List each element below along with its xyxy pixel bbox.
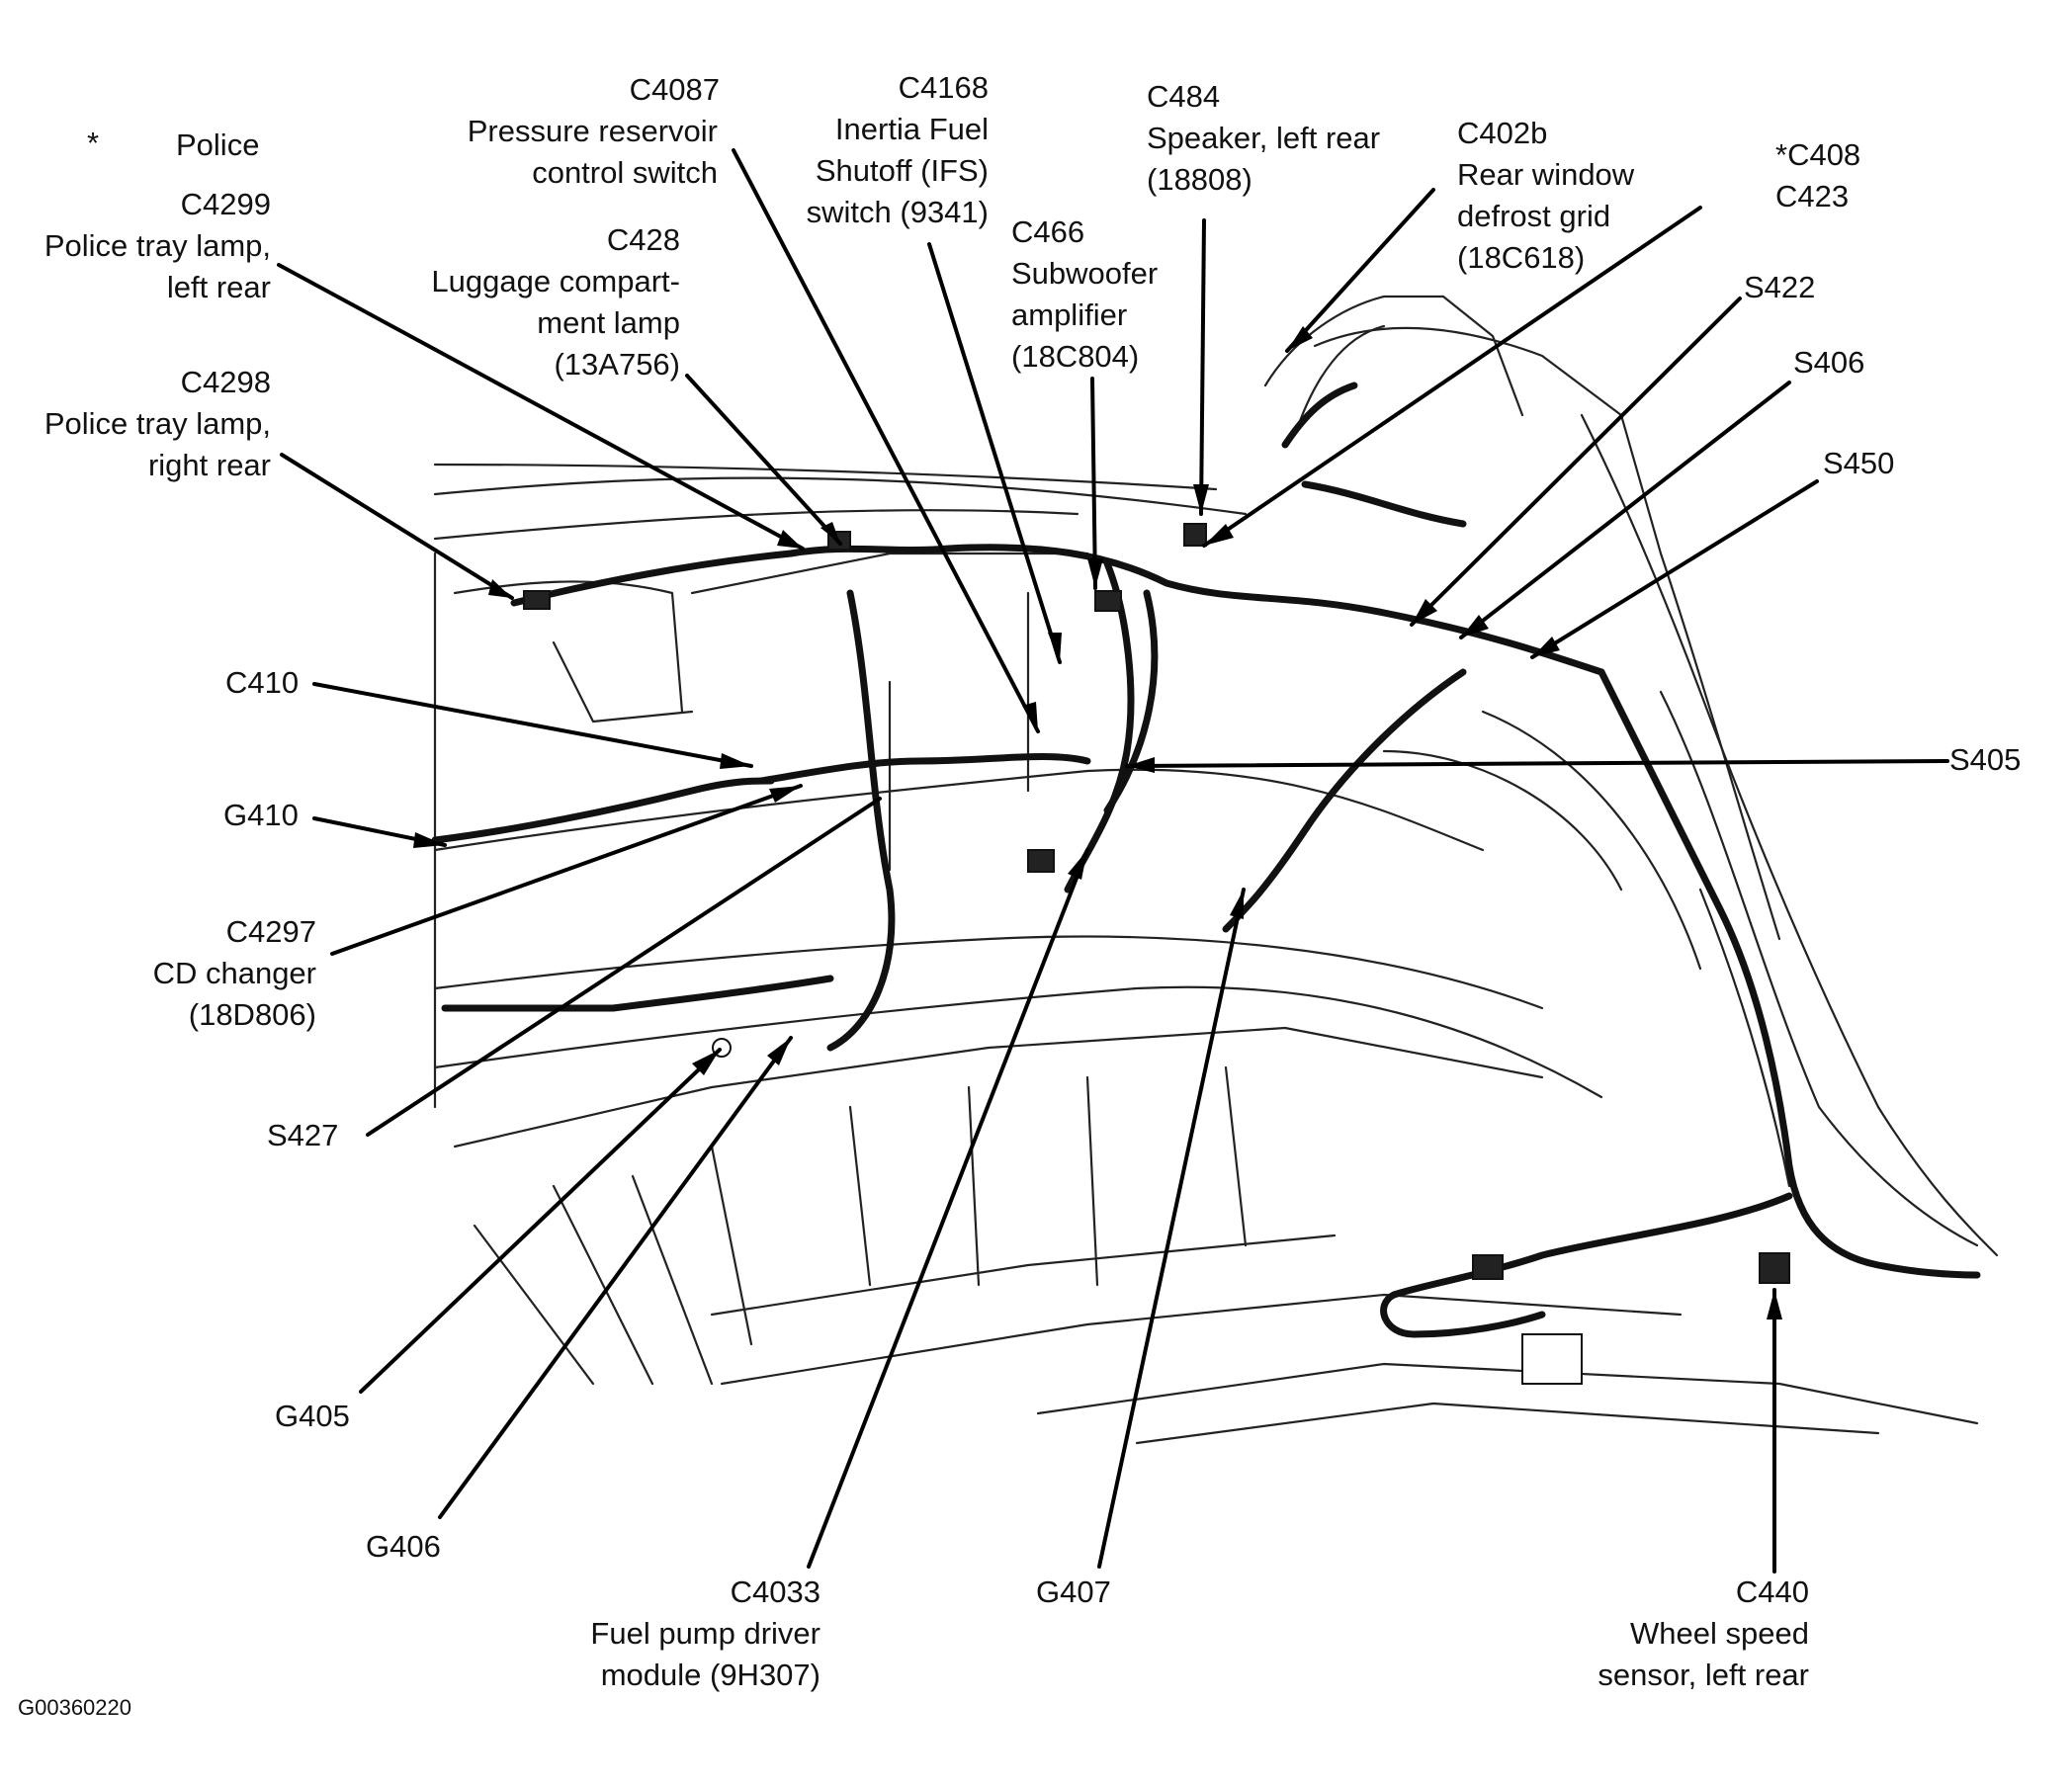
callout-c4087: C4087 Pressure reservoir control switch	[463, 69, 759, 194]
callout-desc-line: module (9H307)	[600, 1658, 820, 1692]
leader-g407	[1097, 888, 1246, 1569]
callout-code: C4297	[225, 914, 316, 949]
callout-code: C4298	[180, 365, 271, 399]
callout-s427: S427	[267, 1115, 338, 1156]
callout-desc-line: Subwoofer	[1011, 256, 1159, 291]
callout-code: C423	[1775, 179, 1850, 213]
callout-g406: G406	[366, 1526, 441, 1568]
callout-c402b: C402b Rear window defrost grid (18C618)	[1457, 113, 1634, 279]
leader-s405	[1125, 759, 1949, 768]
callout-s422: S422	[1744, 267, 1815, 308]
leader-c4298	[280, 453, 514, 600]
callout-c408-c423: *C408 C423	[1775, 134, 1860, 217]
callout-c4033: C4033 Fuel pump driver module (9H307)	[573, 1572, 820, 1696]
leader-s422	[1410, 297, 1742, 627]
callout-desc-line: Rear window	[1457, 157, 1635, 192]
leader-c4168	[927, 242, 1062, 664]
callout-code: C4299	[180, 187, 271, 221]
callout-code: G407	[1036, 1574, 1111, 1609]
callout-s405: S405	[1949, 739, 2021, 781]
callout-desc-line: defrost grid	[1457, 199, 1611, 233]
callout-code: C4168	[898, 70, 989, 105]
callout-desc-line: Pressure reservoir	[467, 114, 718, 148]
callout-code: C428	[606, 222, 680, 257]
callout-desc-line: amplifier	[1011, 298, 1128, 332]
callout-desc-line: Inertia Fuel	[834, 112, 989, 146]
leader-c4033	[807, 848, 1089, 1569]
callout-desc-line: Wheel speed	[1630, 1616, 1809, 1651]
callout-code: G406	[366, 1529, 441, 1564]
callout-c466: C466 Subwoofer amplifier (18C804)	[1011, 212, 1158, 378]
callout-c4168: C4168 Inertia Fuel Shutoff (IFS) switch …	[791, 67, 989, 233]
callout-code: C4087	[629, 72, 720, 107]
leader-c408	[1202, 206, 1702, 548]
callout-c440: C440 Wheel speed sensor, left rear	[1552, 1572, 1809, 1696]
leader-c484	[1199, 218, 1206, 516]
callout-c428: C428 Luggage compart- ment lamp (13A756)	[395, 219, 680, 385]
callout-desc-line: Police tray lamp,	[43, 406, 271, 441]
callout-code: *C408	[1775, 137, 1861, 172]
leader-s427	[366, 797, 882, 1137]
callout-desc-line: (18C804)	[1011, 339, 1140, 374]
callout-code: C484	[1147, 79, 1221, 114]
callout-desc-line: (18C618)	[1457, 240, 1586, 275]
leader-c410	[312, 682, 753, 768]
leader-s406	[1459, 381, 1791, 639]
callout-code: S406	[1793, 345, 1865, 380]
callout-desc-line: Shutoff (IFS)	[815, 153, 989, 188]
callout-desc-line: (13A756)	[554, 347, 680, 382]
callout-desc-line: (18D806)	[188, 997, 316, 1032]
callout-code: C440	[1735, 1574, 1809, 1609]
callout-desc-line: Police tray lamp,	[43, 228, 271, 263]
leader-c402b	[1285, 188, 1435, 353]
callout-code: G410	[223, 798, 299, 832]
callout-desc-line: Speaker, left rear	[1147, 121, 1381, 155]
callout-g405: G405	[275, 1396, 350, 1437]
leader-c4299	[277, 263, 805, 551]
callout-c4297: C4297 CD changer (18D806)	[119, 911, 316, 1036]
callout-desc-line: switch (9341)	[806, 195, 989, 229]
callout-desc-line: control switch	[532, 155, 718, 190]
callout-desc-line: Luggage compart-	[431, 264, 680, 298]
callout-code: C410	[225, 665, 300, 700]
leader-s450	[1530, 479, 1819, 659]
callout-desc-line: left rear	[166, 270, 271, 304]
callout-c4298: C4298 Police tray lamp, right rear	[20, 362, 271, 486]
callout-code: S450	[1823, 446, 1895, 480]
callout-desc-line: Fuel pump driver	[590, 1616, 820, 1651]
callout-g410: G410	[223, 795, 299, 836]
leader-c466	[1090, 377, 1097, 590]
callout-code: C4033	[730, 1574, 820, 1609]
leader-c4297	[330, 784, 803, 956]
legend-symbol: *	[87, 126, 100, 160]
callout-c484: C484 Speaker, left rear (18808)	[1147, 76, 1380, 201]
leader-c4087	[732, 148, 1040, 733]
callout-s450: S450	[1823, 443, 1894, 484]
callout-code: S422	[1744, 270, 1816, 304]
callout-c410: C410	[225, 662, 299, 704]
callout-code: G405	[275, 1399, 350, 1433]
callout-desc-line: (18808)	[1147, 162, 1252, 197]
leader-g405	[359, 1048, 722, 1394]
callout-code: C466	[1011, 214, 1085, 249]
callout-code: S405	[1949, 742, 2022, 777]
legend-text: Police	[176, 128, 260, 162]
callout-g407: G407	[1036, 1572, 1111, 1613]
callout-s406: S406	[1793, 342, 1864, 383]
callout-code: C402b	[1457, 116, 1548, 150]
callout-desc-line: CD changer	[152, 956, 316, 990]
figure-id: G00360220	[18, 1695, 131, 1720]
callout-desc-line: ment lamp	[537, 305, 680, 340]
callout-desc-line: right rear	[147, 448, 271, 482]
callout-c4299: C4299 Police tray lamp, left rear	[20, 184, 271, 308]
callout-code: S427	[267, 1118, 339, 1152]
leader-c428	[685, 374, 842, 546]
leader-g406	[438, 1036, 793, 1519]
callout-desc-line: sensor, left rear	[1597, 1658, 1809, 1692]
